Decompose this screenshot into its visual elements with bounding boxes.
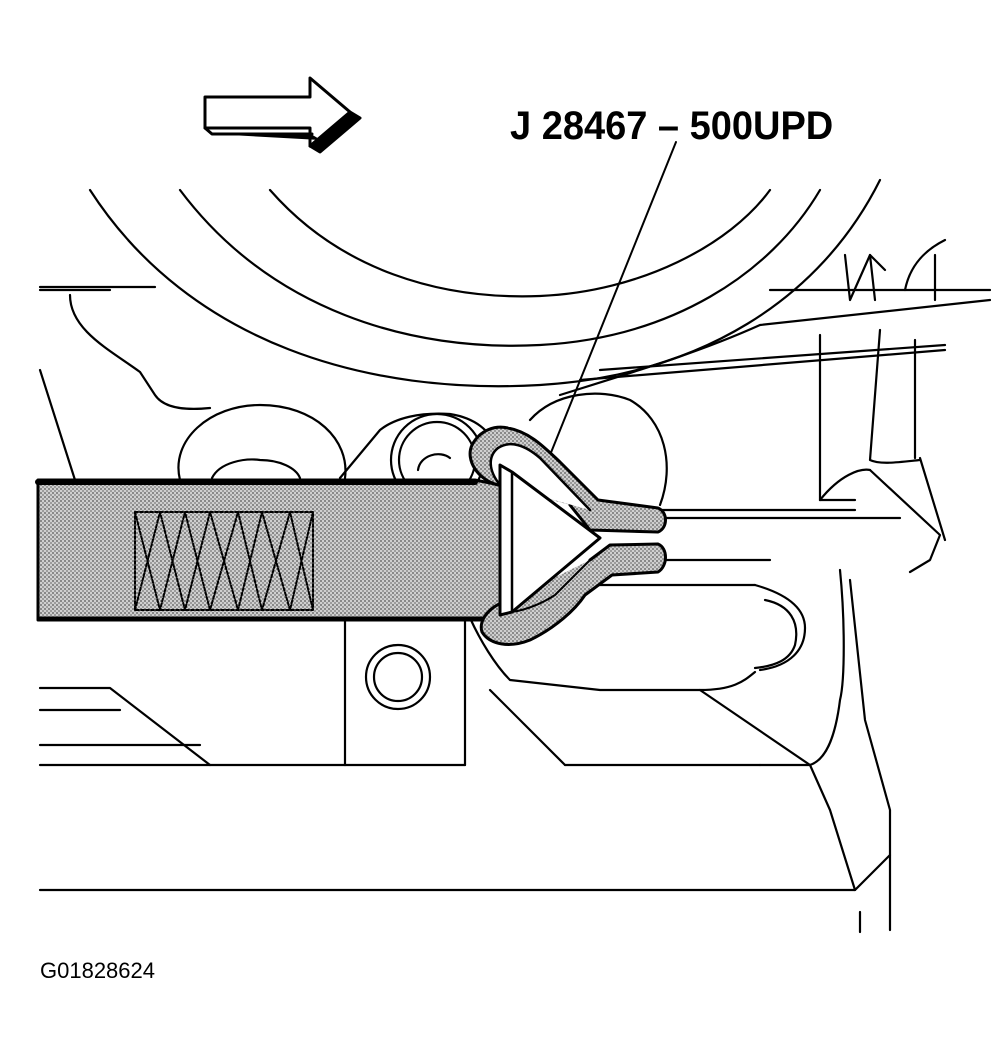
- right-boss: [528, 392, 668, 507]
- figure-id-label: G01828624: [40, 958, 155, 983]
- tool-number-label: J 28467 – 500UPD: [510, 104, 834, 148]
- tool-hook: [468, 425, 667, 646]
- left-boss: [177, 403, 347, 482]
- upper-housing: [38, 285, 991, 482]
- tool-strap: [35, 478, 512, 622]
- plate-port: [364, 643, 432, 711]
- leader-line: [547, 141, 677, 461]
- case-arcs: [88, 178, 882, 388]
- direction-arrow: [203, 76, 362, 154]
- right-bracket: [818, 238, 947, 574]
